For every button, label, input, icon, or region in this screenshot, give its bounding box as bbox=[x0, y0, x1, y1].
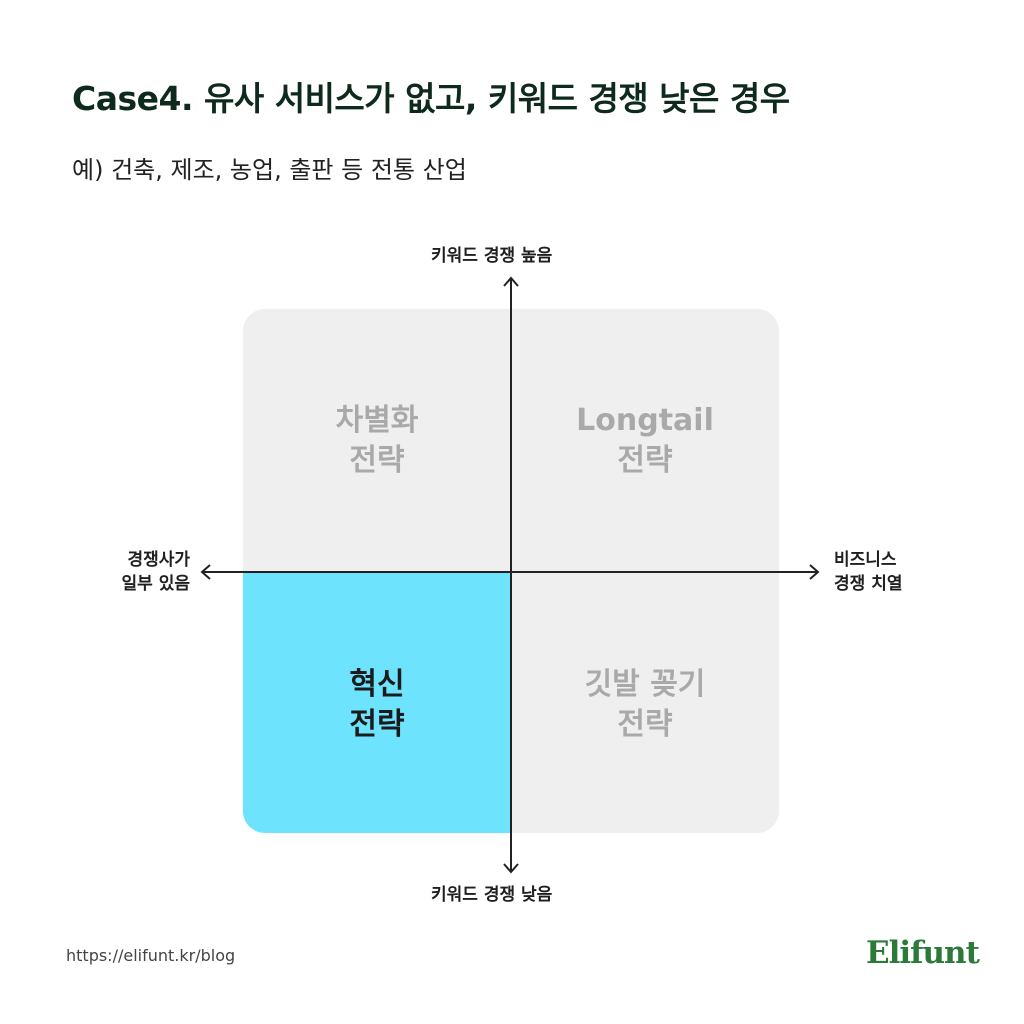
blog-url: https://elifunt.kr/blog bbox=[66, 946, 236, 965]
quadrant-bottom-left-label: 혁신 전략 bbox=[349, 667, 405, 742]
elifunt-logo: Elifunt bbox=[866, 935, 980, 971]
axis-left-label: 경쟁사가 일부 있음 bbox=[121, 550, 190, 594]
quadrant-bottom-right-label: 깃발 꽂기 전략 bbox=[584, 667, 706, 742]
axis-bottom-label: 키워드 경쟁 낮음 bbox=[431, 885, 553, 905]
page-title: Case4. 유사 서비스가 없고, 키워드 경쟁 낮은 경우 bbox=[72, 79, 790, 118]
axis-right-label: 비즈니스 경쟁 치열 bbox=[834, 550, 903, 594]
axis-top-label: 키워드 경쟁 높음 bbox=[431, 246, 553, 266]
quadrant-highlight bbox=[243, 573, 511, 833]
quadrant-top-right-label: Longtail 전략 bbox=[576, 403, 714, 478]
quadrant-top-left-label: 차별화 전략 bbox=[335, 403, 419, 478]
arrow-down-icon bbox=[503, 863, 519, 874]
page-subtitle: 예) 건축, 제조, 농업, 출판 등 전통 산업 bbox=[72, 156, 467, 184]
arrow-left-icon bbox=[200, 564, 211, 580]
arrow-right-icon bbox=[809, 564, 820, 580]
arrow-up-icon bbox=[503, 276, 519, 287]
